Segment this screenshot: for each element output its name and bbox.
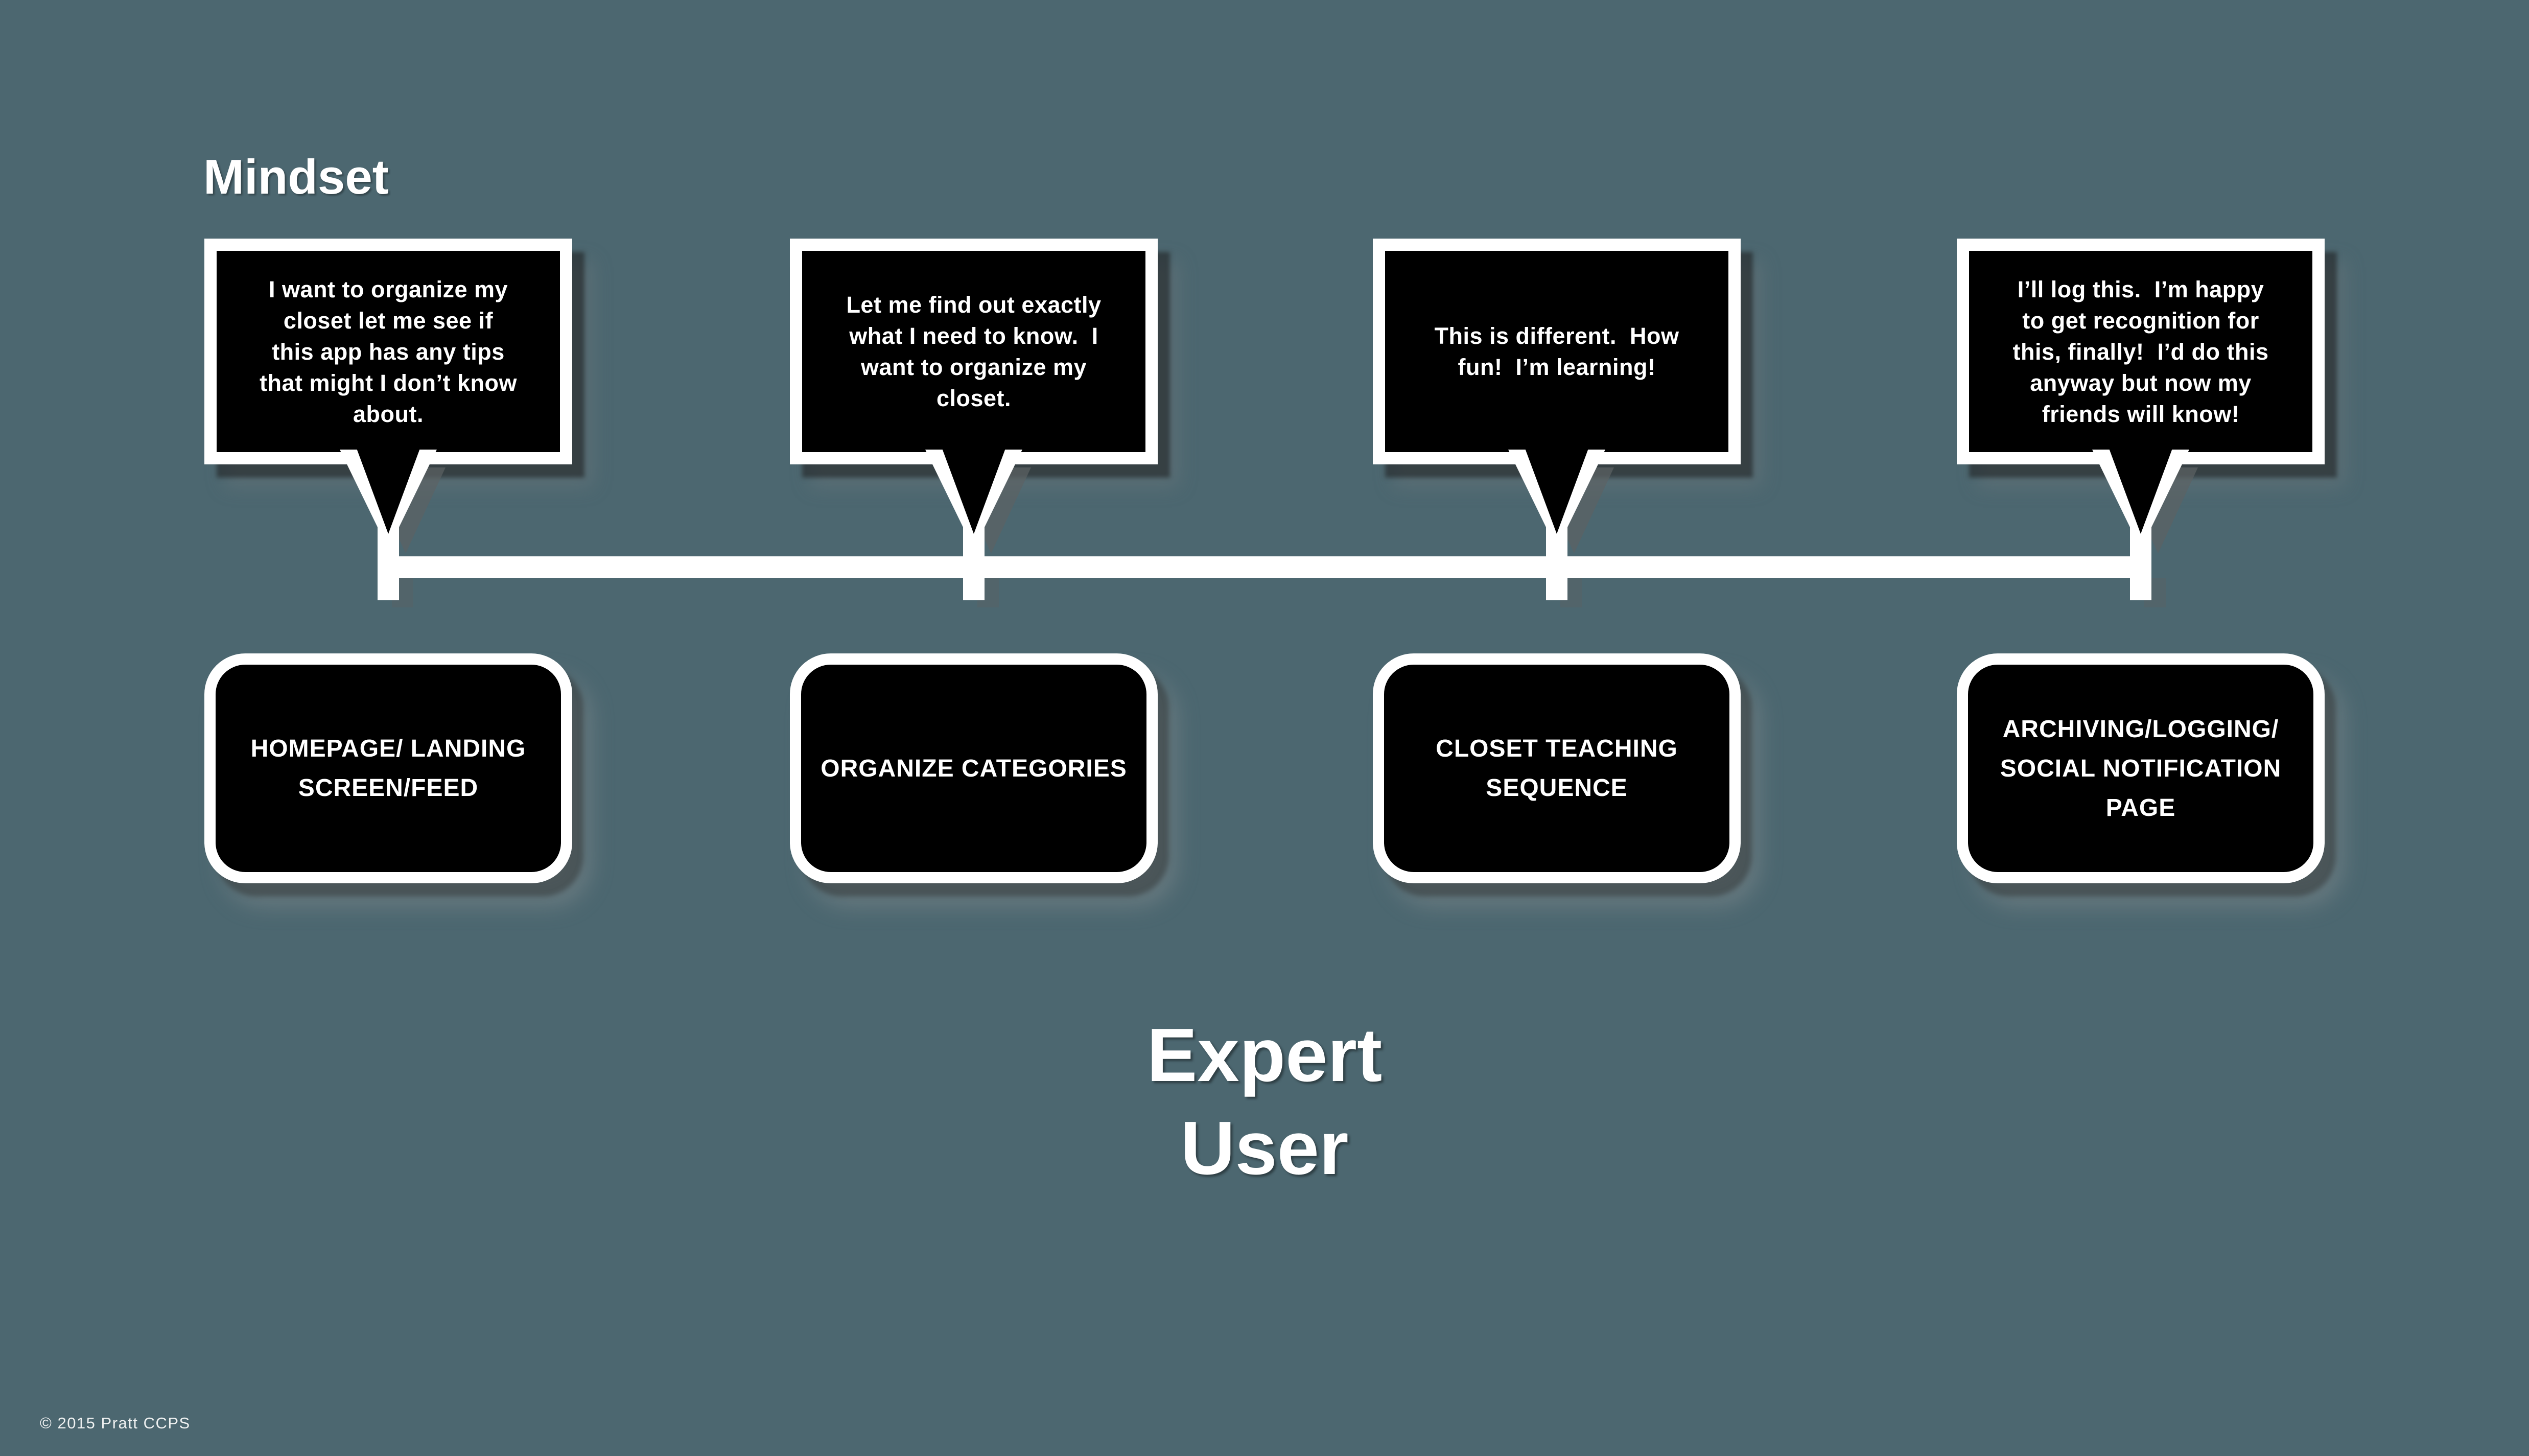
thought-bubble-2: Let me find out exactly what I need to k…	[790, 239, 1158, 464]
persona-label: Expert User	[1146, 1013, 1383, 1190]
bubble-tail-outline-1	[340, 450, 437, 549]
bubble-tail-outline-4	[2092, 450, 2189, 549]
stage-label-1: HOMEPAGE/ LANDING SCREEN/FEED	[250, 735, 526, 802]
stage-box-closet-teaching: CLOSET TEACHING SEQUENCE	[1373, 653, 1741, 883]
stage-box-organize-categories: ORGANIZE CATEGORIES	[790, 653, 1158, 883]
bubble-tail-outline-3	[1508, 450, 1605, 549]
timeline-tick-1	[378, 521, 399, 600]
stage-label-4: ARCHIVING/LOGGING/ SOCIAL NOTIFICATION P…	[2000, 715, 2282, 821]
thought-bubble-4: I’ll log this. I’m happy to get recognit…	[1957, 239, 2325, 464]
bubble-tail-outline-2	[925, 450, 1022, 549]
stage-box-archiving-logging: ARCHIVING/LOGGING/ SOCIAL NOTIFICATION P…	[1957, 653, 2325, 883]
bubble-tail-shadow-1	[366, 467, 446, 553]
timeline-tick-shadow-2	[977, 578, 999, 607]
stage-label-3: CLOSET TEACHING SEQUENCE	[1436, 735, 1678, 802]
timeline-tick-2	[963, 521, 985, 600]
thought-text-3: This is different. How fun! I’m learning…	[1434, 323, 1679, 380]
thought-text-4: I’ll log this. I’m happy to get recognit…	[2012, 276, 2269, 427]
bubble-tail-shadow-4	[2118, 467, 2198, 553]
copyright-text: © 2015 Pratt CCPS	[40, 1414, 191, 1432]
timeline-tick-shadow-4	[2144, 578, 2166, 607]
bubble-tail-shadow-2	[951, 467, 1031, 553]
stage-label-2: ORGANIZE CATEGORIES	[821, 755, 1127, 782]
timeline-tick-4	[2130, 521, 2151, 600]
timeline-tick-3	[1546, 521, 1567, 600]
timeline-line	[378, 556, 2151, 578]
bubble-tail-shadow-3	[1534, 467, 1614, 553]
thought-text-1: I want to organize my closet let me see …	[260, 276, 517, 427]
page-title: Mindset	[203, 150, 389, 204]
thought-text-2: Let me find out exactly what I need to k…	[846, 292, 1102, 411]
stage-box-homepage: HOMEPAGE/ LANDING SCREEN/FEED	[204, 653, 572, 883]
timeline-tick-shadow-1	[392, 578, 413, 607]
thought-bubble-1: I want to organize my closet let me see …	[204, 239, 572, 464]
timeline-tick-shadow-3	[1560, 578, 1582, 607]
thought-bubble-3: This is different. How fun! I’m learning…	[1373, 239, 1741, 464]
